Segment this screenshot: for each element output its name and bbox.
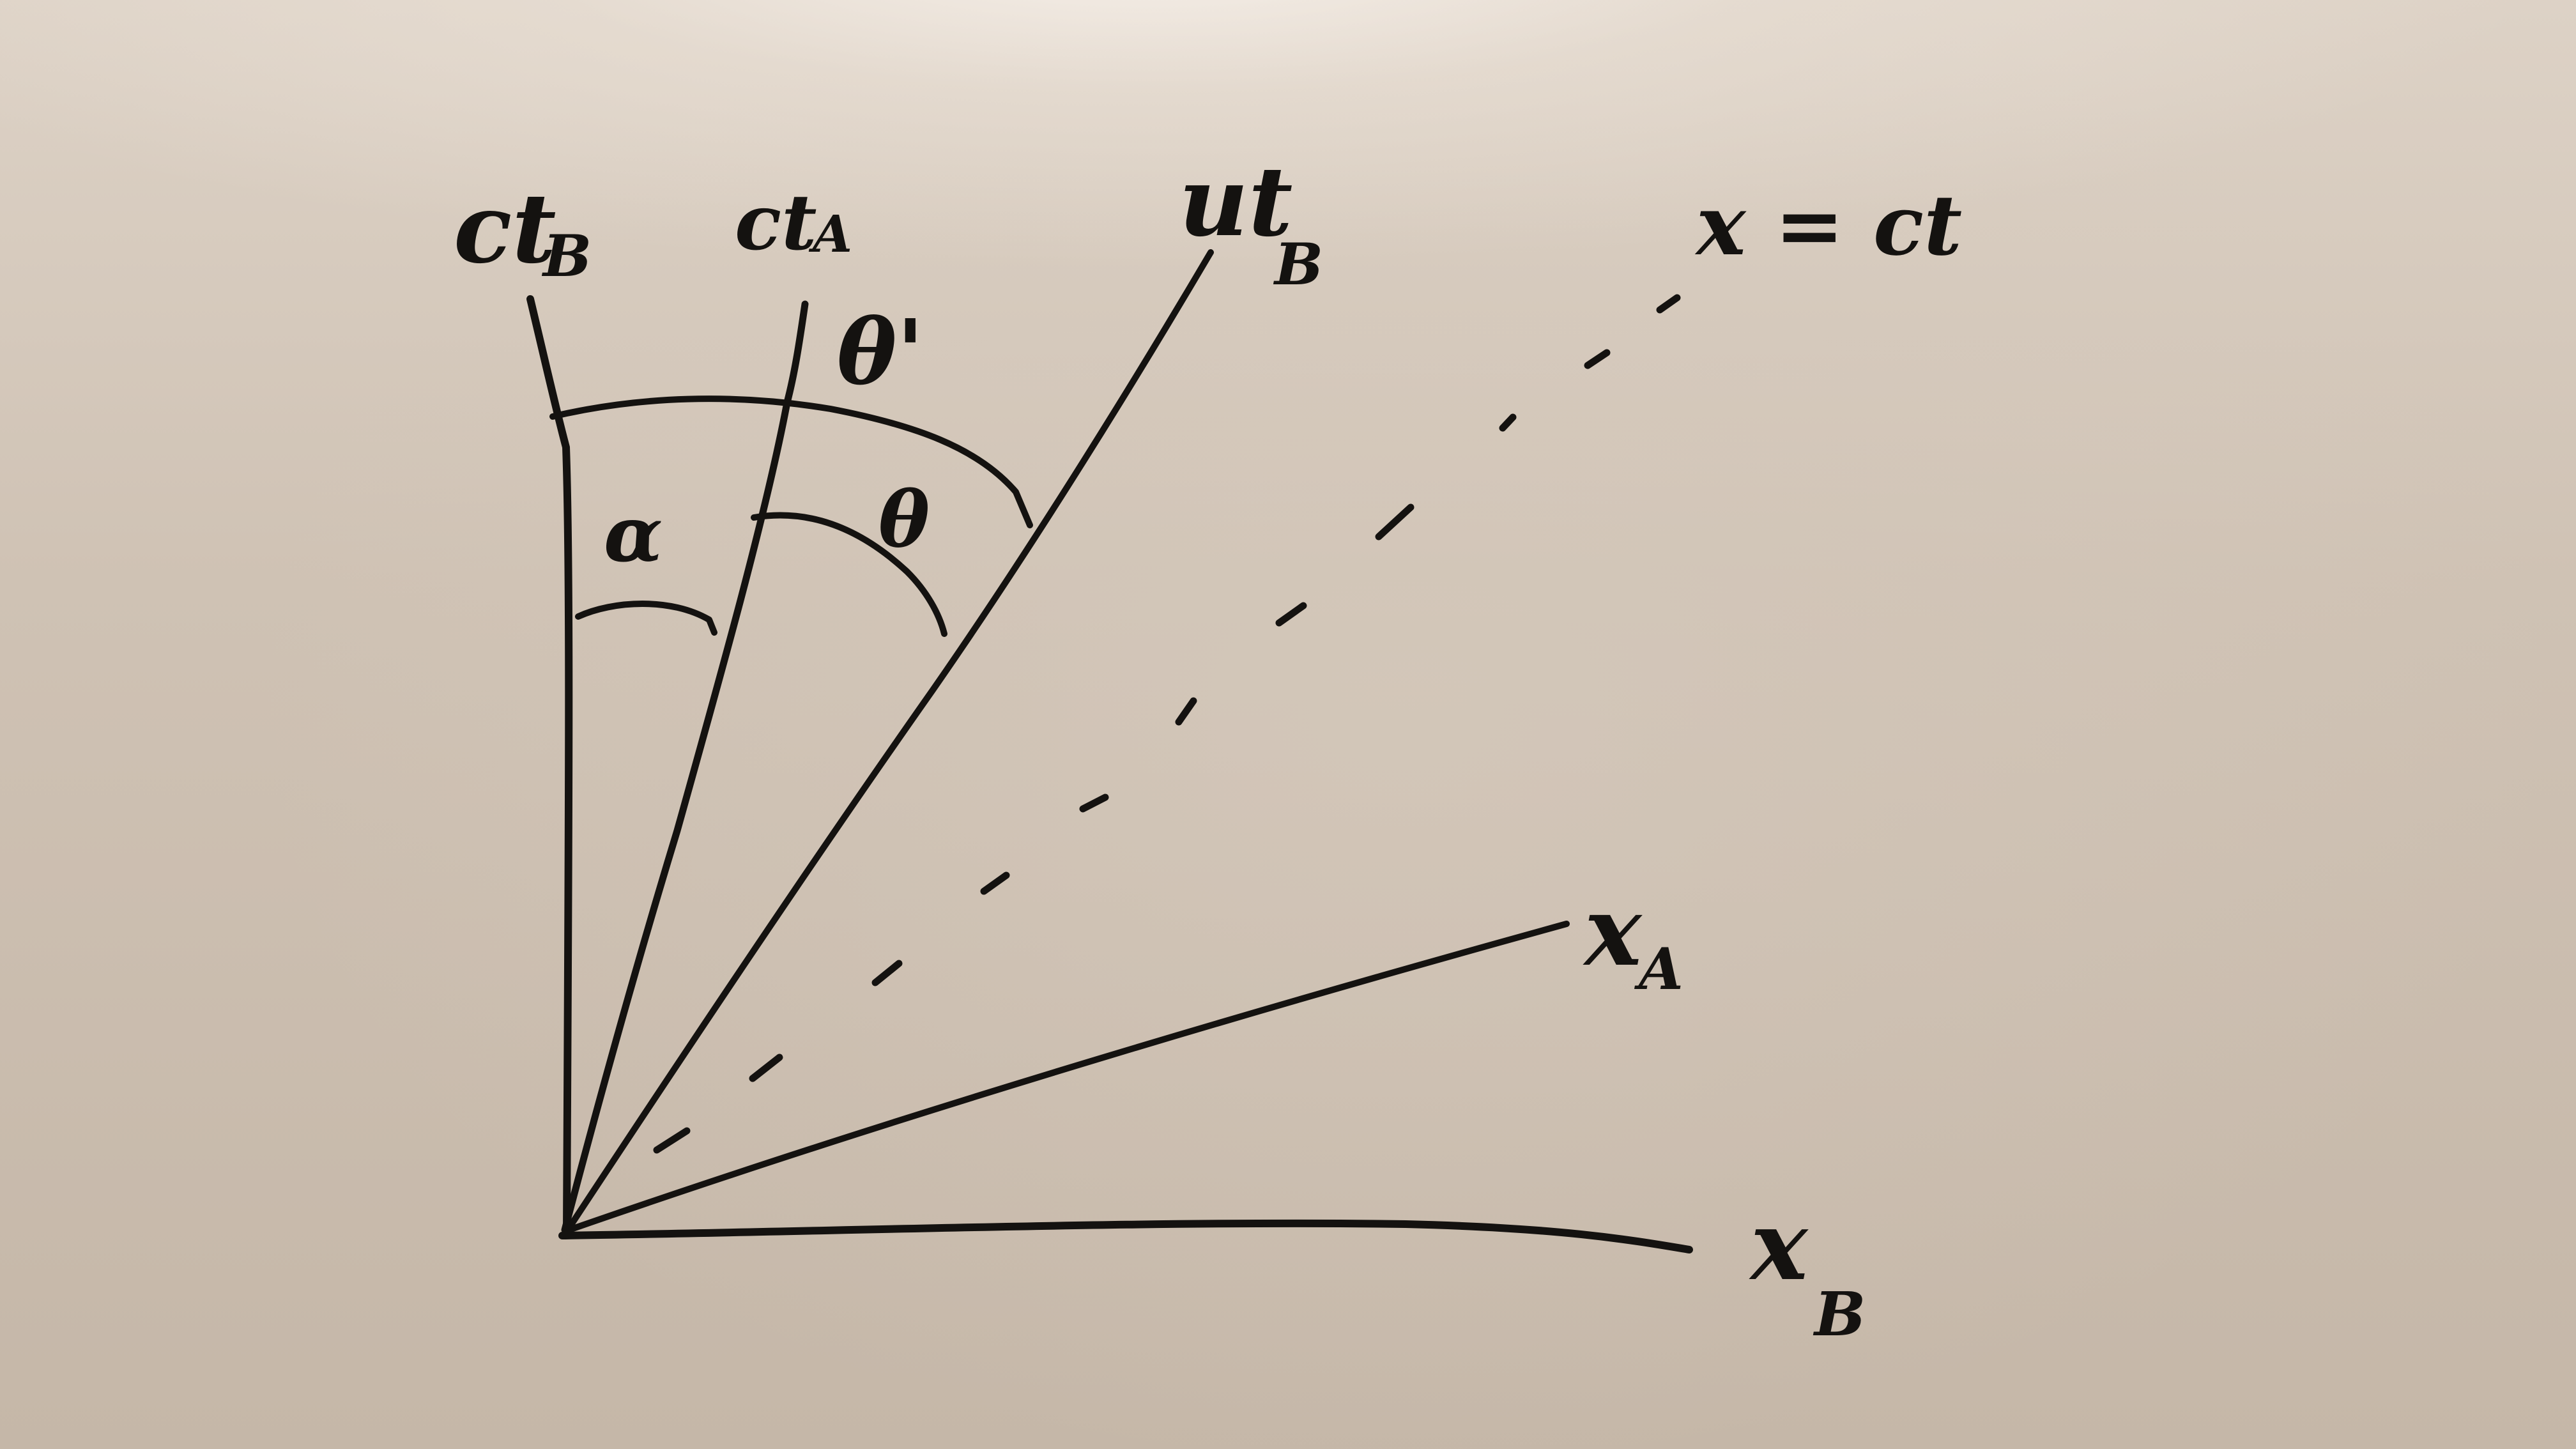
label-ut-b: ut B (1179, 146, 1323, 298)
svg-text:x: x (1583, 875, 1643, 988)
x-b-axis (558, 1219, 1693, 1254)
alpha-arc (575, 601, 717, 636)
ct-b-axis (526, 295, 573, 1236)
svg-text:ct: ct (735, 178, 817, 268)
label-x-a: x A (1583, 875, 1683, 1003)
theta-arc (751, 512, 947, 637)
label-theta: θ (878, 475, 930, 565)
ut-b-axis (564, 249, 1214, 1234)
label-ct-a: ct A (735, 178, 852, 268)
svg-text:B: B (1273, 231, 1323, 298)
ct-a-axis (561, 300, 809, 1234)
label-light-line: x = ct (1694, 176, 1962, 274)
label-alpha: α (604, 489, 663, 579)
label-theta-prime: θ' (837, 300, 924, 405)
light-line-dashes (653, 294, 1681, 1154)
svg-text:B: B (1813, 1279, 1866, 1350)
label-ct-b-left: ct B (454, 172, 592, 290)
svg-text:ut: ut (1179, 146, 1292, 258)
svg-text:x: x (1749, 1190, 1809, 1302)
label-x-b: x B (1749, 1190, 1866, 1350)
svg-text:A: A (1634, 935, 1683, 1003)
svg-text:A: A (808, 204, 852, 264)
svg-text:B: B (541, 222, 592, 290)
x-a-axis (564, 921, 1570, 1234)
svg-text:ct: ct (454, 172, 556, 285)
theta-prime-arc (549, 395, 1033, 528)
